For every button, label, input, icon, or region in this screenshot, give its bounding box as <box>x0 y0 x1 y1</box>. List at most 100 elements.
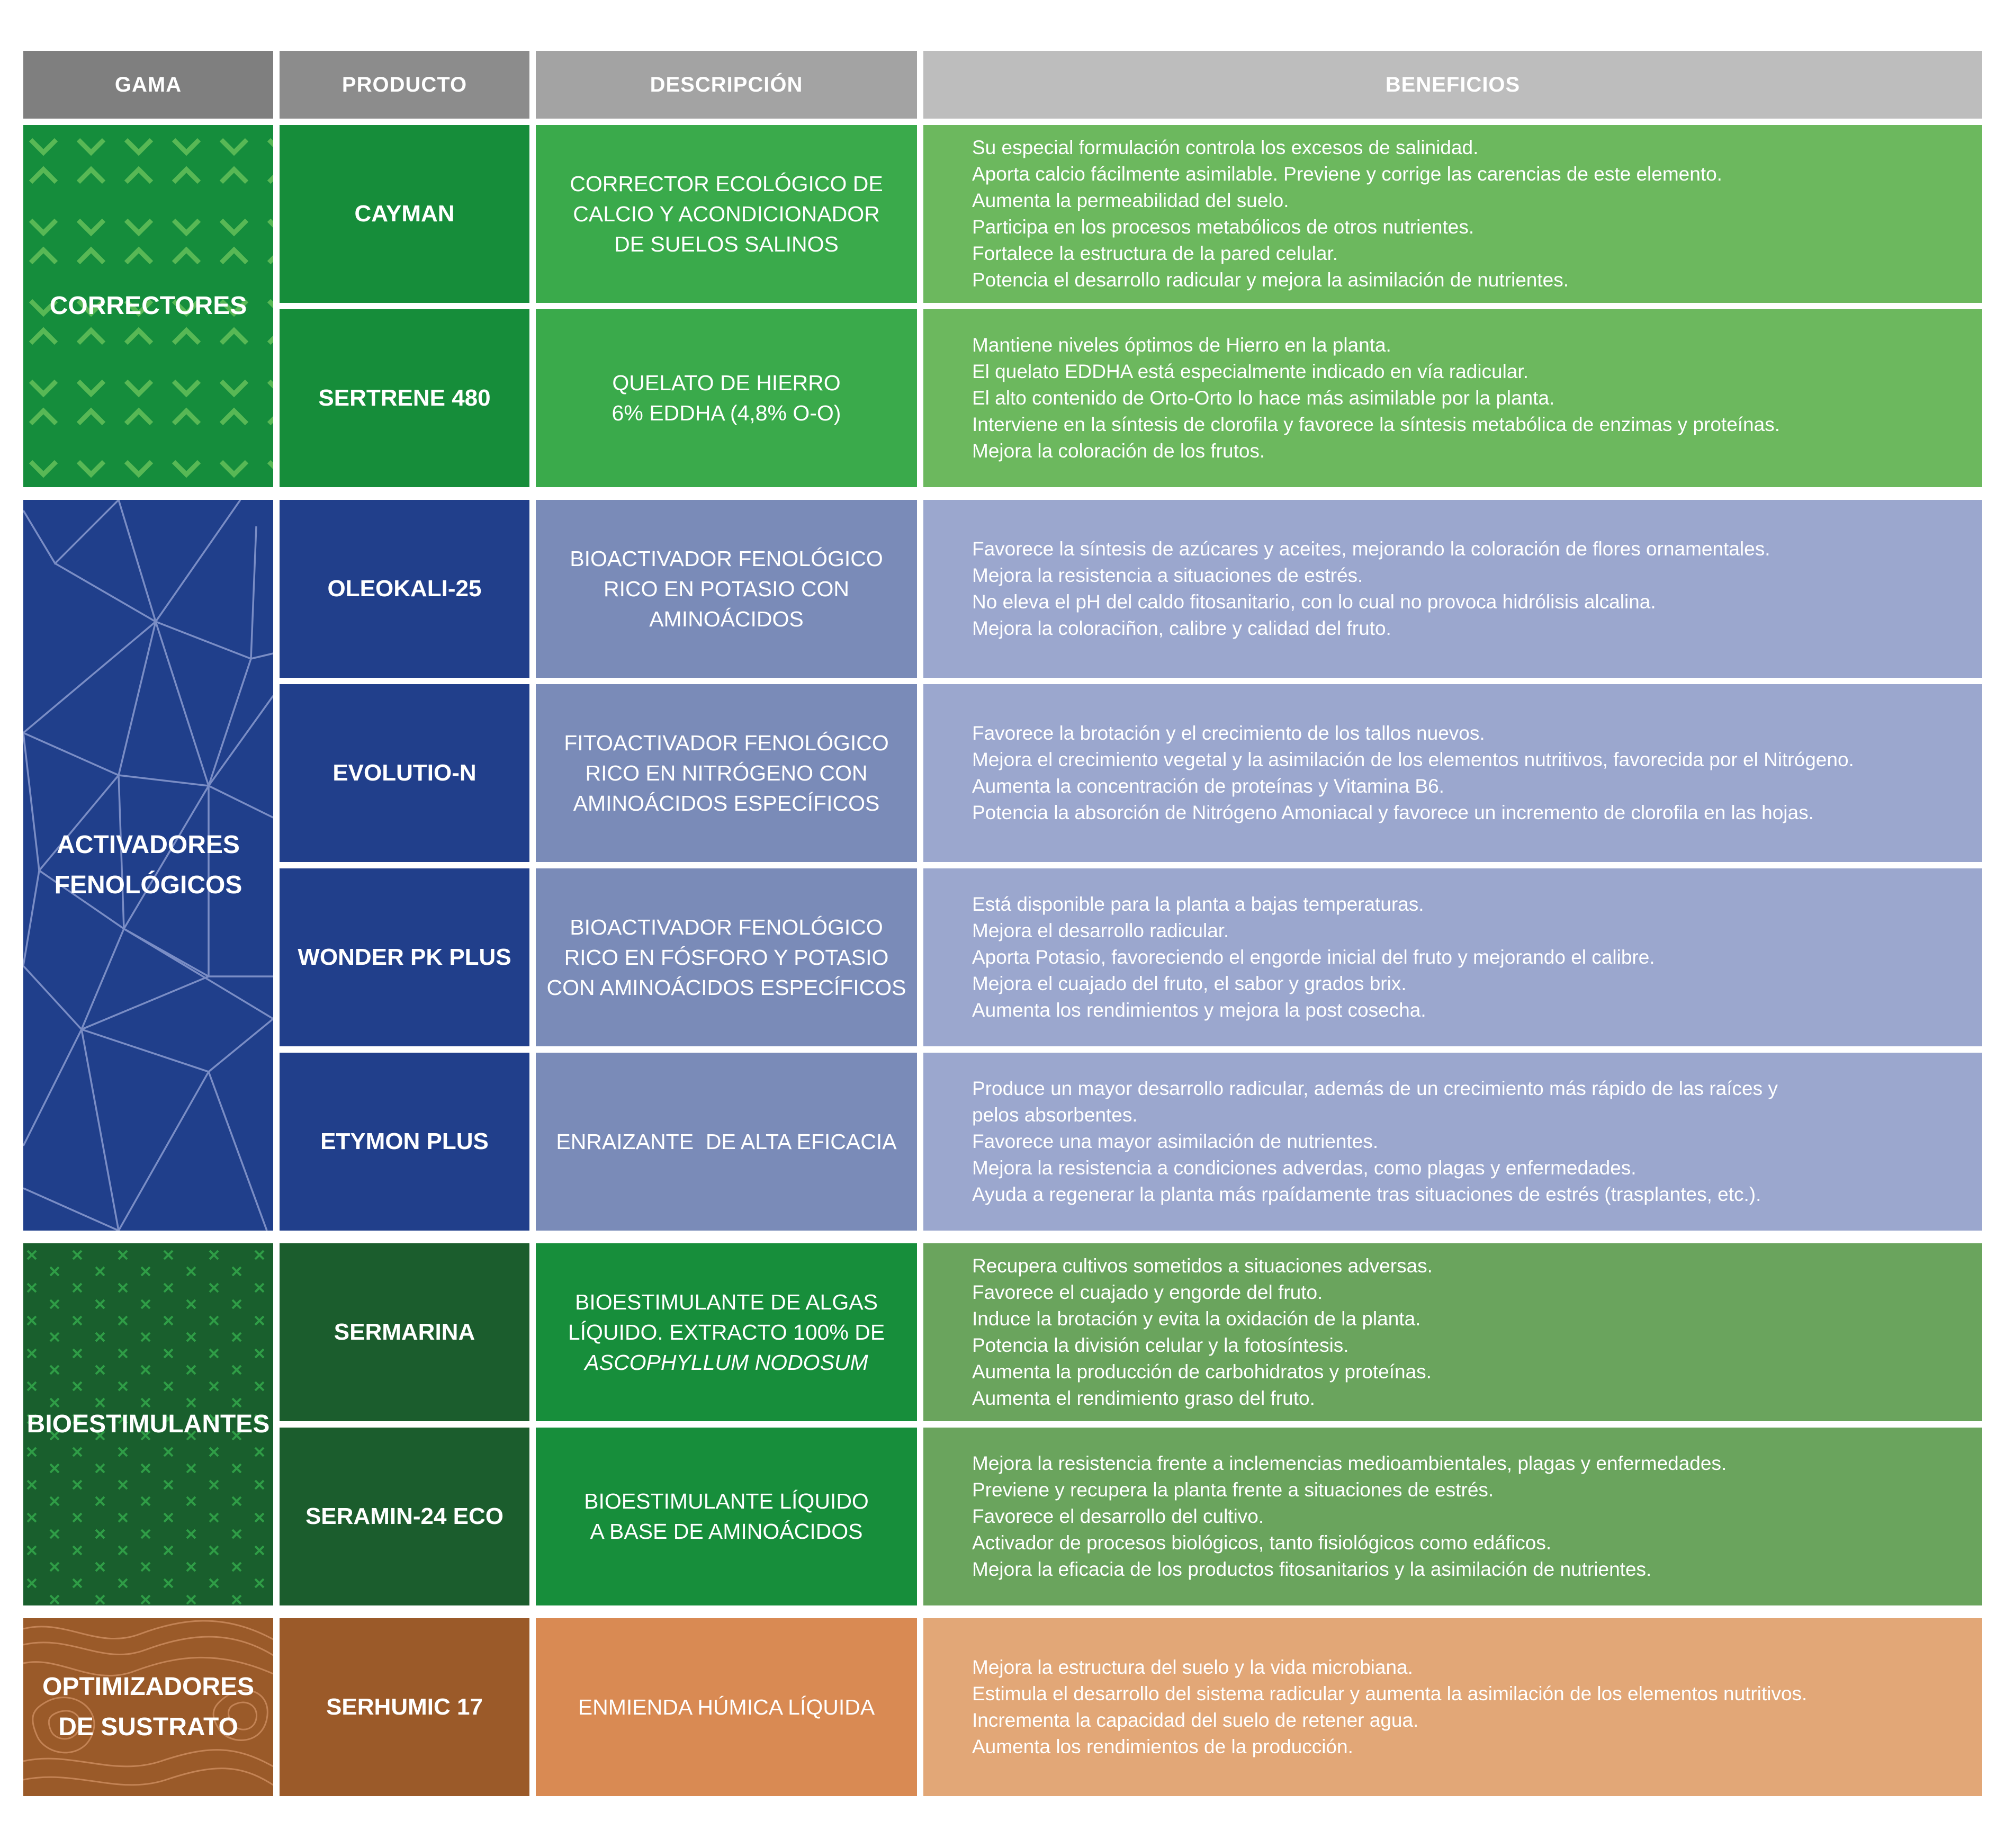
benefit-item: Aumenta los rendimientos y mejora la pos… <box>972 999 1426 1021</box>
product-name: EVOLUTIO-N <box>332 760 476 786</box>
description-cell: FITOACTIVADOR FENOLÓGICO RICO EN NITRÓGE… <box>536 684 917 862</box>
description-line: CORRECTOR ECOLÓGICO DE <box>570 171 883 196</box>
benefits-list: Favorece la brotación y el crecimiento d… <box>972 720 1854 826</box>
benefit-item: No eleva el pH del caldo fitosanitario, … <box>972 591 1656 613</box>
description-line: ASCOPHYLLUM NODOSUM <box>585 1350 868 1375</box>
product-name: CAYMAN <box>354 201 455 227</box>
description-line: QUELATO DE HIERRO <box>612 371 841 395</box>
description-line: CALCIO Y ACONDICIONADOR <box>573 201 880 226</box>
benefit-item: Aporta calcio fácilmente asimilable. Pre… <box>972 163 1722 185</box>
benefit-item: Potencia la absorción de Nitrógeno Amoni… <box>972 802 1814 823</box>
gama-line: FENOLÓGICOS <box>54 871 242 899</box>
product-cell: EVOLUTIO-N <box>280 684 529 862</box>
benefits-list: Produce un mayor desarrollo radicular, a… <box>972 1075 1778 1208</box>
description-cell: ENMIENDA HÚMICA LÍQUIDA <box>536 1618 917 1796</box>
benefit-item: Incrementa la capacidad del suelo de ret… <box>972 1709 1419 1731</box>
header-beneficios-label: BENEFICIOS <box>1385 73 1521 96</box>
description-line: A BASE DE AMINOÁCIDOS <box>590 1519 863 1544</box>
product-cell: SERMARINA <box>280 1243 529 1421</box>
description-line: RICO EN NITRÓGENO CON <box>585 760 868 785</box>
benefit-item: Aumenta la concentración de proteínas y … <box>972 775 1444 797</box>
product-cell: OLEOKALI-25 <box>280 500 529 678</box>
chevron-pattern-icon <box>23 125 273 487</box>
benefit-item: Activador de procesos biológicos, tanto … <box>972 1532 1552 1554</box>
header-descripcion-label: DESCRIPCIÓN <box>650 73 803 96</box>
benefit-item: pelos absorbentes. <box>972 1104 1138 1126</box>
benefits-list: Su especial formulación controla los exc… <box>972 134 1722 293</box>
benefit-item: Aumenta la producción de carbohidratos y… <box>972 1361 1432 1383</box>
header-gama-label: GAMA <box>114 73 182 96</box>
description-line: BIOACTIVADOR FENOLÓGICO <box>570 914 883 939</box>
benefits-list: Mejora la resistencia frente a inclemenc… <box>972 1450 1727 1583</box>
product-name: SERHUMIC 17 <box>326 1694 483 1720</box>
benefit-item: Mejora la eficacia de los productos fito… <box>972 1558 1652 1580</box>
description-line: 6% EDDHA (4,8% O-O) <box>612 401 841 425</box>
product-cell: SERAMIN-24 ECO <box>280 1428 529 1605</box>
benefit-item: Aumenta el rendimiento graso del fruto. <box>972 1387 1315 1409</box>
benefit-item: Mejora la coloraciñon, calibre y calidad… <box>972 617 1391 639</box>
product-name: SERTRENE 480 <box>318 385 491 411</box>
header-producto: PRODUCTO <box>280 51 529 119</box>
product-name: OLEOKALI-25 <box>327 576 482 602</box>
benefit-item: Favorece la brotación y el crecimiento d… <box>972 722 1485 744</box>
gama-cell-correctores: CORRECTORES <box>23 125 273 487</box>
benefit-item: Induce la brotación y evita la oxidación… <box>972 1308 1421 1330</box>
gama-label-optimizadores: OPTIMIZADORES DE SUSTRATO <box>42 1667 254 1747</box>
benefit-item: Ayuda a regenerar la planta más rpaídame… <box>972 1183 1761 1205</box>
description-cell: BIOACTIVADOR FENOLÓGICO RICO EN POTASIO … <box>536 500 917 678</box>
gama-line: BIOESTIMULANTES <box>26 1410 270 1438</box>
description-line: RICO EN FÓSFORO Y POTASIO <box>564 945 889 970</box>
product-cell: SERHUMIC 17 <box>280 1618 529 1796</box>
header-descripcion: DESCRIPCIÓN <box>536 51 917 119</box>
description-line: AMINOÁCIDOS ESPECÍFICOS <box>573 791 880 815</box>
description-cell: BIOESTIMULANTE DE ALGAS LÍQUIDO. EXTRACT… <box>536 1243 917 1421</box>
gama-label-activadores: ACTIVADORES FENOLÓGICOS <box>55 825 242 905</box>
benefit-item: Aumenta los rendimientos de la producció… <box>972 1736 1353 1757</box>
description-line: ENMIENDA HÚMICA LÍQUIDA <box>578 1694 875 1719</box>
benefits-list: Recupera cultivos sometidos a situacione… <box>972 1253 1433 1412</box>
benefit-item: Mejora el crecimiento vegetal y la asimi… <box>972 749 1854 770</box>
description-cell: BIOESTIMULANTE LÍQUIDO A BASE DE AMINOÁC… <box>536 1428 917 1605</box>
benefits-cell: Mejora la resistencia frente a inclemenc… <box>923 1428 1982 1605</box>
benefits-list: Está disponible para la planta a bajas t… <box>972 891 1655 1024</box>
benefit-item: Recupera cultivos sometidos a situacione… <box>972 1255 1433 1277</box>
benefit-item: Mejora la estructura del suelo y la vida… <box>972 1656 1413 1678</box>
benefit-item: Mejora la resistencia a situaciones de e… <box>972 564 1363 586</box>
benefit-item: Su especial formulación controla los exc… <box>972 137 1479 158</box>
benefit-item: Mejora la resistencia frente a inclemenc… <box>972 1452 1727 1474</box>
description-line: LÍQUIDO. EXTRACTO 100% DE <box>568 1320 885 1344</box>
benefits-cell: Está disponible para la planta a bajas t… <box>923 868 1982 1046</box>
product-cell: SERTRENE 480 <box>280 309 529 487</box>
benefits-cell: Mantiene niveles óptimos de Hierro en la… <box>923 309 1982 487</box>
gama-line: DE SUSTRATO <box>58 1713 238 1741</box>
benefit-item: Participa en los procesos metabólicos de… <box>972 216 1474 238</box>
benefits-cell: Produce un mayor desarrollo radicular, a… <box>923 1053 1982 1231</box>
description-line: BIOESTIMULANTE DE ALGAS <box>575 1289 878 1314</box>
benefits-cell: Su especial formulación controla los exc… <box>923 125 1982 303</box>
benefit-item: Favorece la síntesis de azúcares y aceit… <box>972 538 1770 560</box>
product-cell: CAYMAN <box>280 125 529 303</box>
product-cell: ETYMON PLUS <box>280 1053 529 1231</box>
description-line: BIOESTIMULANTE LÍQUIDO <box>584 1489 869 1513</box>
benefit-item: Mejora la resistencia a condiciones adve… <box>972 1157 1637 1179</box>
description-line: BIOACTIVADOR FENOLÓGICO <box>570 546 883 571</box>
benefit-item: Produce un mayor desarrollo radicular, a… <box>972 1078 1778 1099</box>
product-name: SERMARINA <box>334 1319 475 1345</box>
product-name: WONDER PK PLUS <box>298 944 511 970</box>
description-line: CON AMINOÁCIDOS ESPECÍFICOS <box>546 975 906 1000</box>
description-line: ENRAIZANTE DE ALTA EFICACIA <box>556 1129 897 1154</box>
description-line: AMINOÁCIDOS <box>649 606 804 631</box>
benefits-list: Mantiene niveles óptimos de Hierro en la… <box>972 332 1780 464</box>
benefit-item: El quelato EDDHA está especialmente indi… <box>972 361 1529 382</box>
description-line: RICO EN POTASIO CON <box>604 576 849 601</box>
benefit-item: Potencia la división celular y la fotosí… <box>972 1334 1349 1356</box>
product-cell: WONDER PK PLUS <box>280 868 529 1046</box>
cross-pattern-icon <box>23 1243 273 1605</box>
header-producto-label: PRODUCTO <box>341 73 467 96</box>
benefit-item: Aporta Potasio, favoreciendo el engorde … <box>972 946 1655 968</box>
network-pattern-icon <box>23 500 273 1231</box>
gama-cell-optimizadores: OPTIMIZADORES DE SUSTRATO <box>23 1618 273 1796</box>
gama-line: CORRECTORES <box>49 292 247 320</box>
benefits-cell: Favorece la síntesis de azúcares y aceit… <box>923 500 1982 678</box>
header-beneficios: BENEFICIOS <box>923 51 1982 119</box>
